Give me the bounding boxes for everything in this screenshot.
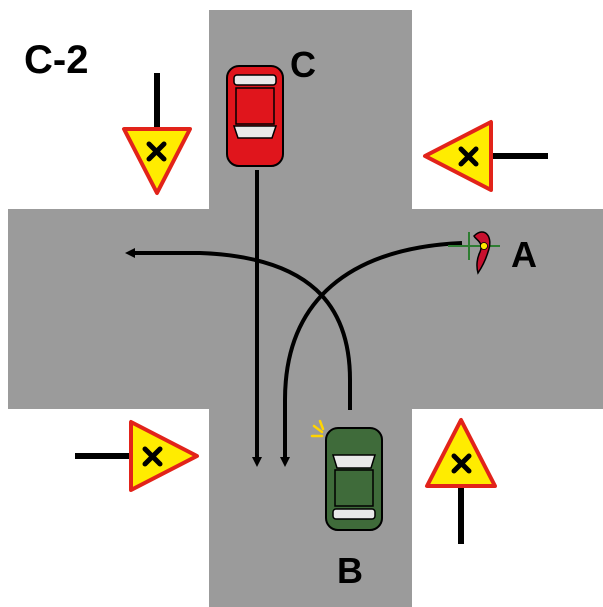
crossroads-x-icon	[146, 141, 167, 162]
warning-triangle	[425, 418, 497, 488]
car-roof	[334, 469, 374, 507]
car-windshield	[232, 125, 278, 139]
path-b-left-turn	[125, 248, 352, 410]
vehicle-b-label: B	[337, 550, 363, 591]
bicycle-light	[480, 242, 488, 250]
car-windshield	[331, 454, 377, 469]
priority-sign-bottom-right	[425, 418, 497, 544]
priority-sign-top-left	[122, 73, 192, 195]
road-horizontal	[8, 209, 603, 409]
corner-top-left	[189, 189, 209, 209]
car-rear-window	[332, 508, 376, 520]
vehicle-c-label: C	[290, 44, 316, 85]
left-indicator-icon	[310, 419, 325, 438]
vehicle-a-bicycle-icon	[448, 231, 500, 275]
corner-bottom-left	[189, 409, 209, 429]
warning-triangle	[423, 120, 493, 192]
vehicle-a-label: A	[511, 234, 537, 275]
vehicle-c-car	[226, 65, 284, 167]
car-rear-window	[233, 74, 277, 86]
crossroads-x-icon	[451, 453, 472, 474]
warning-triangle	[122, 127, 192, 195]
vehicle-paths	[125, 170, 463, 467]
warning-triangle	[129, 420, 199, 492]
priority-sign-bottom-left	[75, 420, 199, 492]
corner-top-right	[412, 189, 432, 209]
crossroads-x-icon	[458, 146, 479, 167]
priority-sign-top-right	[423, 120, 548, 192]
path-a-left-turn	[280, 241, 463, 467]
diagram-title: C-2	[24, 38, 88, 82]
corner-bottom-right	[412, 409, 432, 429]
vehicle-b-car	[310, 419, 383, 531]
car-roof	[235, 87, 275, 125]
crossroads-x-icon	[142, 446, 163, 467]
road	[8, 10, 603, 607]
